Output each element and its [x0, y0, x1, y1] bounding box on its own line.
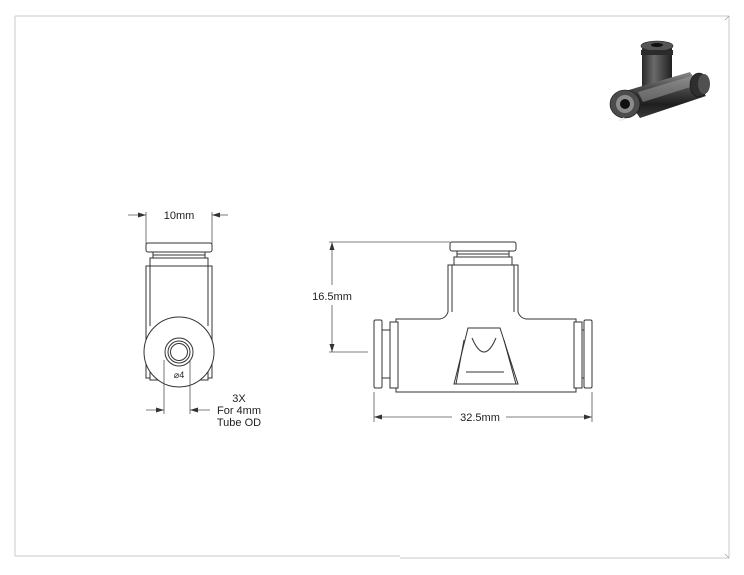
sheet-border: [14, 15, 730, 559]
front-view: 10mm ⌀4 3X For 4mm Tube OD: [128, 210, 261, 429]
width-dimension: 10mm: [128, 210, 228, 244]
length-dimension: 32.5mm: [373, 392, 593, 424]
svg-text:⌀4: ⌀4: [619, 117, 625, 123]
diameter-label: ⌀4: [174, 370, 184, 380]
diameter-dimension: [146, 360, 210, 414]
callout-line-2: For 4mm: [217, 405, 261, 417]
height-dimension: 16.5mm: [312, 241, 450, 353]
side-view: 16.5mm 32.5mm: [312, 241, 593, 424]
callout-line-3: Tube OD: [217, 417, 261, 429]
width-dim-label: 10mm: [164, 210, 195, 222]
isometric-thumbnail: ⌀4: [609, 40, 710, 123]
callout-line-1: 3X: [232, 393, 246, 405]
length-dim-label: 32.5mm: [460, 412, 500, 424]
height-dim-label: 16.5mm: [312, 291, 352, 303]
